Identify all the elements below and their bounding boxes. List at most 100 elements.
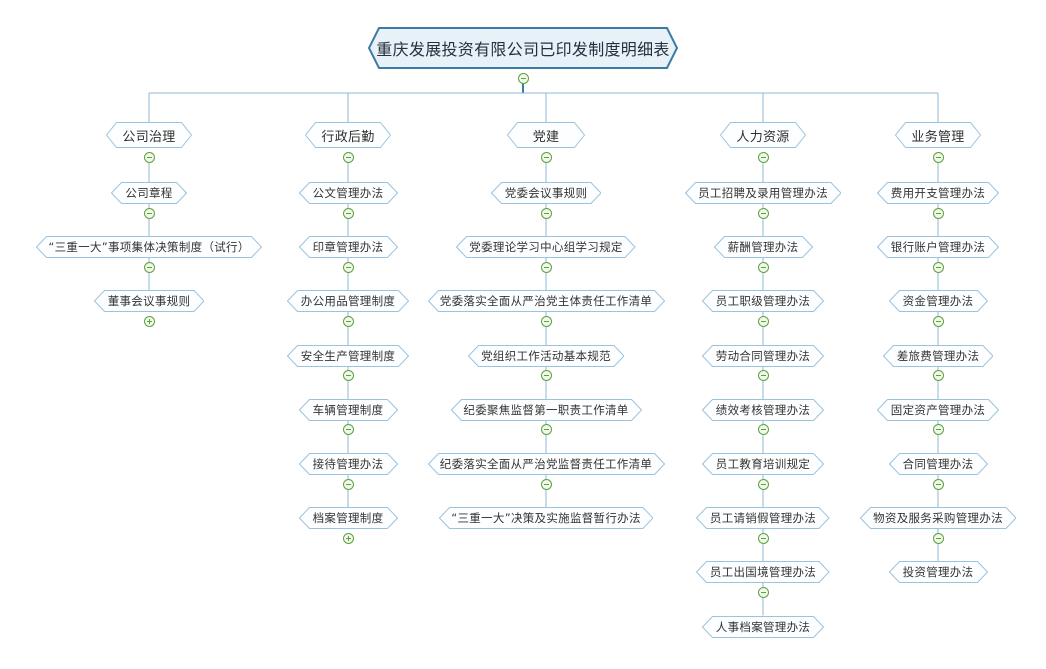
leaf-node-3-7[interactable]: 员工出国境管理办法 xyxy=(696,561,830,583)
leaf-toggle-3-2[interactable] xyxy=(757,315,769,327)
root-node-label: 重庆发展投资有限公司已印发制度明细表 xyxy=(376,40,670,59)
leaf-node-3-1-label: 薪酬管理办法 xyxy=(727,240,799,255)
leaf-node-4-2[interactable]: 资金管理办法 xyxy=(889,290,988,312)
leaf-node-3-5[interactable]: 员工教育培训规定 xyxy=(702,453,824,475)
leaf-node-3-3-label: 劳动合同管理办法 xyxy=(715,348,811,363)
leaf-node-1-0-label: 公文管理办法 xyxy=(312,186,384,200)
leaf-node-0-2[interactable]: 董事会议事规则 xyxy=(94,290,205,312)
leaf-toggle-4-5[interactable] xyxy=(932,478,944,490)
branch-node-3-label: 人力资源 xyxy=(736,129,790,145)
leaf-node-0-0-label: 公司章程 xyxy=(125,186,173,200)
leaf-toggle-4-3[interactable] xyxy=(932,370,944,382)
leaf-toggle-4-4[interactable] xyxy=(932,424,944,436)
leaf-node-4-2-label: 资金管理办法 xyxy=(902,294,974,309)
leaf-node-3-2-label: 员工职级管理办法 xyxy=(715,294,811,309)
leaf-toggle-2-3[interactable] xyxy=(540,370,552,382)
leaf-node-1-1[interactable]: 印章管理办法 xyxy=(299,236,398,258)
leaf-node-4-6[interactable]: 物资及服务采购管理办法 xyxy=(860,507,1017,529)
branch-toggle-0[interactable] xyxy=(143,151,155,163)
leaf-toggle-3-0[interactable] xyxy=(757,207,769,219)
root-node[interactable]: 重庆发展投资有限公司已印发制度明细表 xyxy=(368,27,678,69)
leaf-node-1-2[interactable]: 办公用品管理制度 xyxy=(287,290,409,312)
branch-node-4[interactable]: 业务管理 xyxy=(895,122,981,148)
leaf-toggle-2-1[interactable] xyxy=(540,261,552,273)
leaf-toggle-1-3[interactable] xyxy=(342,370,354,382)
leaf-node-2-5[interactable]: 纪委落实全面从严治党监督责任工作清单 xyxy=(428,453,665,475)
leaf-toggle-3-6[interactable] xyxy=(757,532,769,544)
leaf-node-2-1[interactable]: 党委理论学习中心组学习规定 xyxy=(456,236,636,258)
leaf-toggle-4-0[interactable] xyxy=(932,207,944,219)
leaf-toggle-1-0[interactable] xyxy=(342,207,354,219)
leaf-toggle-1-5[interactable] xyxy=(342,478,354,490)
branch-node-2[interactable]: 党建 xyxy=(507,122,585,148)
leaf-node-0-1[interactable]: “三重一大”事项集体决策制度（试行） xyxy=(36,236,262,258)
leaf-node-3-7-label: 员工出国境管理办法 xyxy=(709,565,817,580)
leaf-node-3-4[interactable]: 绩效考核管理办法 xyxy=(702,399,824,421)
leaf-node-4-3[interactable]: 差旅费管理办法 xyxy=(883,345,994,367)
leaf-node-4-7[interactable]: 投资管理办法 xyxy=(889,561,988,583)
leaf-node-4-1[interactable]: 银行账户管理办法 xyxy=(877,236,999,258)
leaf-toggle-4-6[interactable] xyxy=(932,532,944,544)
branch-toggle-1[interactable] xyxy=(342,151,354,163)
leaf-node-1-6[interactable]: 档案管理制度 xyxy=(299,507,398,529)
branch-node-3[interactable]: 人力资源 xyxy=(720,122,806,148)
branch-toggle-3[interactable] xyxy=(757,151,769,163)
leaf-node-4-5[interactable]: 合同管理办法 xyxy=(889,453,988,475)
leaf-toggle-1-2[interactable] xyxy=(342,315,354,327)
leaf-toggle-4-1[interactable] xyxy=(932,261,944,273)
leaf-node-3-4-label: 绩效考核管理办法 xyxy=(715,402,811,417)
leaf-toggle-2-0[interactable] xyxy=(540,207,552,219)
leaf-node-2-0[interactable]: 党委会议事规则 xyxy=(491,182,602,204)
leaf-node-3-1[interactable]: 薪酬管理办法 xyxy=(714,236,813,258)
leaf-toggle-2-4[interactable] xyxy=(540,424,552,436)
leaf-toggle-4-2[interactable] xyxy=(932,315,944,327)
leaf-node-2-5-label: 纪委落实全面从严治党监督责任工作清单 xyxy=(439,457,653,471)
branch-node-4-label: 业务管理 xyxy=(911,129,965,145)
branch-node-0[interactable]: 公司治理 xyxy=(106,122,192,148)
leaf-node-1-3[interactable]: 安全生产管理制度 xyxy=(287,345,409,367)
leaf-node-2-4[interactable]: 纪委聚焦监督第一职责工作清单 xyxy=(451,399,642,421)
leaf-node-4-3-label: 差旅费管理办法 xyxy=(896,348,980,363)
leaf-toggle-0-1[interactable] xyxy=(143,261,155,273)
leaf-toggle-2-5[interactable] xyxy=(540,478,552,490)
leaf-node-3-8[interactable]: 人事档案管理办法 xyxy=(702,616,824,638)
leaf-node-4-4[interactable]: 固定资产管理办法 xyxy=(877,399,999,421)
leaf-node-2-6-label: “三重一大”决策及实施监督暂行办法 xyxy=(451,511,641,526)
leaf-node-1-1-label: 印章管理办法 xyxy=(312,240,384,255)
leaf-node-4-1-label: 银行账户管理办法 xyxy=(890,240,986,255)
leaf-toggle-1-4[interactable] xyxy=(342,424,354,436)
leaf-node-1-0[interactable]: 公文管理办法 xyxy=(299,182,398,204)
leaf-node-1-5[interactable]: 接待管理办法 xyxy=(299,453,398,475)
leaf-node-1-5-label: 接待管理办法 xyxy=(312,457,384,471)
leaf-node-0-0[interactable]: 公司章程 xyxy=(111,182,187,204)
leaf-toggle-3-1[interactable] xyxy=(757,261,769,273)
leaf-node-1-4[interactable]: 车辆管理制度 xyxy=(299,399,398,421)
leaf-node-2-2-label: 党委落实全面从严治党主体责任工作清单 xyxy=(439,294,653,309)
leaf-toggle-3-7[interactable] xyxy=(757,586,769,598)
branch-toggle-2[interactable] xyxy=(540,151,552,163)
branch-node-1-label: 行政后勤 xyxy=(321,129,375,145)
leaf-node-3-2[interactable]: 员工职级管理办法 xyxy=(702,290,824,312)
leaf-node-2-3[interactable]: 党组织工作活动基本规范 xyxy=(468,345,625,367)
leaf-node-3-0[interactable]: 员工招聘及录用管理办法 xyxy=(685,182,842,204)
leaf-toggle-0-0[interactable] xyxy=(143,207,155,219)
leaf-toggle-3-5[interactable] xyxy=(757,478,769,490)
branch-toggle-4[interactable] xyxy=(932,151,944,163)
leaf-node-2-3-label: 党组织工作活动基本规范 xyxy=(481,348,611,363)
leaf-node-2-6[interactable]: “三重一大”决策及实施监督暂行办法 xyxy=(439,507,653,529)
leaf-node-2-2[interactable]: 党委落实全面从严治党主体责任工作清单 xyxy=(428,290,665,312)
leaf-toggle-1-1[interactable] xyxy=(342,261,354,273)
root-toggle[interactable] xyxy=(517,72,529,84)
leaf-toggle-0-2[interactable] xyxy=(143,315,155,327)
branch-node-1[interactable]: 行政后勤 xyxy=(305,122,391,148)
leaf-toggle-3-3[interactable] xyxy=(757,370,769,382)
leaf-node-4-0[interactable]: 费用开支管理办法 xyxy=(877,182,999,204)
leaf-node-0-2-label: 董事会议事规则 xyxy=(107,294,191,309)
leaf-node-3-6[interactable]: 员工请销假管理办法 xyxy=(696,507,830,529)
leaf-toggle-2-2[interactable] xyxy=(540,315,552,327)
leaf-toggle-1-6[interactable] xyxy=(342,532,354,544)
leaf-node-3-3[interactable]: 劳动合同管理办法 xyxy=(702,345,824,367)
leaf-toggle-3-4[interactable] xyxy=(757,424,769,436)
leaf-node-3-6-label: 员工请销假管理办法 xyxy=(709,511,817,526)
